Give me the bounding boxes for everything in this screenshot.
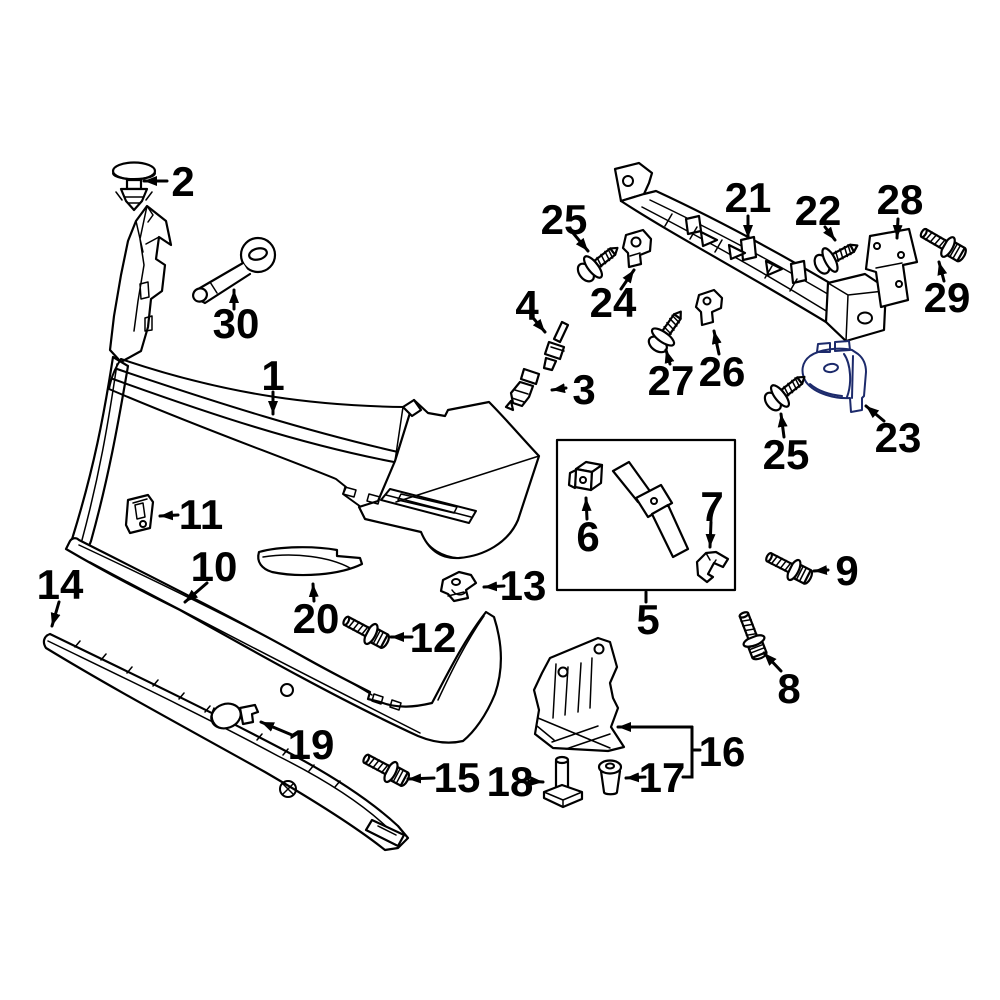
part-13-bracket[interactable]: [439, 570, 478, 603]
leader-28: [892, 217, 903, 240]
leader-15: [406, 773, 436, 784]
part-23-detail-lines: [809, 353, 854, 399]
callout-25-bottom[interactable]: 25: [763, 431, 810, 478]
leader-14: [50, 600, 61, 628]
callout-1[interactable]: 1: [261, 352, 284, 399]
callout-14[interactable]: 14: [37, 561, 84, 608]
callout-5[interactable]: 5: [636, 596, 659, 643]
leader-19: [259, 720, 294, 737]
callout-15[interactable]: 15: [434, 754, 481, 801]
leader-29: [937, 260, 948, 283]
part-15-bolt[interactable]: [358, 747, 414, 792]
part-23-body: [801, 347, 867, 413]
part-1-bumper-cover[interactable]: [70, 204, 541, 560]
callout-7[interactable]: 7: [700, 483, 723, 530]
part-23-hole: [823, 362, 839, 374]
part-4-pin[interactable]: [542, 320, 570, 372]
callout-3[interactable]: 3: [572, 366, 595, 413]
callout-17[interactable]: 17: [639, 754, 686, 801]
part-3-grommet-clip[interactable]: [504, 367, 541, 412]
leader-13: [482, 581, 506, 592]
part-19-plug[interactable]: [208, 700, 260, 733]
leader-17: [624, 772, 647, 783]
leader-27: [664, 348, 675, 366]
part-24-bracket[interactable]: [621, 228, 653, 269]
leader-arrows: [50, 176, 948, 787]
callout-9[interactable]: 9: [835, 547, 858, 594]
leader-9: [812, 565, 830, 576]
part-23-bracket-highlighted[interactable]: [801, 340, 867, 413]
callout-6[interactable]: 6: [576, 513, 599, 560]
part-25-screw-bottom[interactable]: [758, 365, 814, 417]
leader-8: [762, 651, 783, 673]
callout-18[interactable]: 18: [487, 758, 534, 805]
part-20-molding[interactable]: [257, 546, 364, 577]
leader-6: [581, 496, 592, 521]
leader-16-bracket: [616, 722, 702, 779]
callout-25-top[interactable]: 25: [541, 196, 588, 243]
part-27-screw[interactable]: [642, 303, 693, 359]
callout-16[interactable]: 16: [699, 728, 746, 775]
leader-26: [711, 329, 722, 356]
leader-3: [550, 383, 568, 394]
leader-20: [308, 582, 319, 603]
callout-12[interactable]: 12: [410, 614, 457, 661]
part-23-tab2: [834, 340, 851, 352]
part-7-clip[interactable]: [695, 550, 730, 584]
part-11-bracket[interactable]: [124, 493, 155, 535]
part-16-splash-shield[interactable]: [532, 636, 626, 753]
leader-10: [183, 581, 209, 604]
callout-22[interactable]: 22: [795, 187, 842, 234]
callout-30[interactable]: 30: [213, 300, 260, 347]
callout-8[interactable]: 8: [777, 665, 800, 712]
leader-4: [532, 317, 547, 334]
callout-24[interactable]: 24: [590, 279, 637, 326]
callout-29[interactable]: 29: [924, 274, 971, 321]
part-17-grommet[interactable]: [597, 759, 623, 796]
part-21-impact-bar[interactable]: [613, 161, 888, 343]
callout-11[interactable]: 11: [179, 491, 223, 538]
part-18-push-pin[interactable]: [542, 755, 584, 809]
callout-13[interactable]: 13: [500, 562, 547, 609]
part-23-tab1: [816, 342, 831, 353]
part-26-bracket[interactable]: [694, 288, 724, 327]
callout-28[interactable]: 28: [877, 176, 924, 223]
callout-19[interactable]: 19: [288, 721, 335, 768]
leader-11: [158, 510, 180, 521]
part-14-trim-strip[interactable]: [42, 632, 410, 852]
callout-23[interactable]: 23: [875, 414, 922, 461]
leader-24: [619, 268, 636, 291]
callout-26[interactable]: 26: [699, 348, 746, 395]
part-29-bolt[interactable]: [915, 221, 971, 267]
part-2-clip[interactable]: [111, 161, 157, 212]
part-22-screw[interactable]: [809, 232, 865, 280]
callout-27[interactable]: 27: [648, 357, 695, 404]
part-10-lower-bumper[interactable]: [64, 537, 503, 744]
callout-21[interactable]: 21: [725, 174, 772, 221]
part-5-rail[interactable]: [611, 460, 690, 559]
part-9-bolt[interactable]: [760, 545, 817, 590]
leader-25-top: [571, 231, 590, 253]
part-6-bracket[interactable]: [567, 460, 604, 492]
callout-2[interactable]: 2: [171, 158, 194, 205]
leader-7: [705, 520, 716, 549]
callout-labels: 1 2 3 4 5 6 7 8 9 10 11 12 13 14 15 16 1…: [37, 158, 971, 805]
leader-25-bottom: [777, 412, 788, 439]
callout-4[interactable]: 4: [515, 282, 539, 329]
leader-22: [823, 225, 837, 242]
callout-20[interactable]: 20: [293, 595, 340, 642]
part-30-tow-hook[interactable]: [191, 236, 277, 305]
part-12-bolt[interactable]: [338, 609, 394, 654]
leader-18: [527, 776, 545, 787]
part-28-plate[interactable]: [864, 227, 919, 309]
callout-10[interactable]: 10: [191, 543, 238, 590]
leader-23: [864, 404, 886, 423]
